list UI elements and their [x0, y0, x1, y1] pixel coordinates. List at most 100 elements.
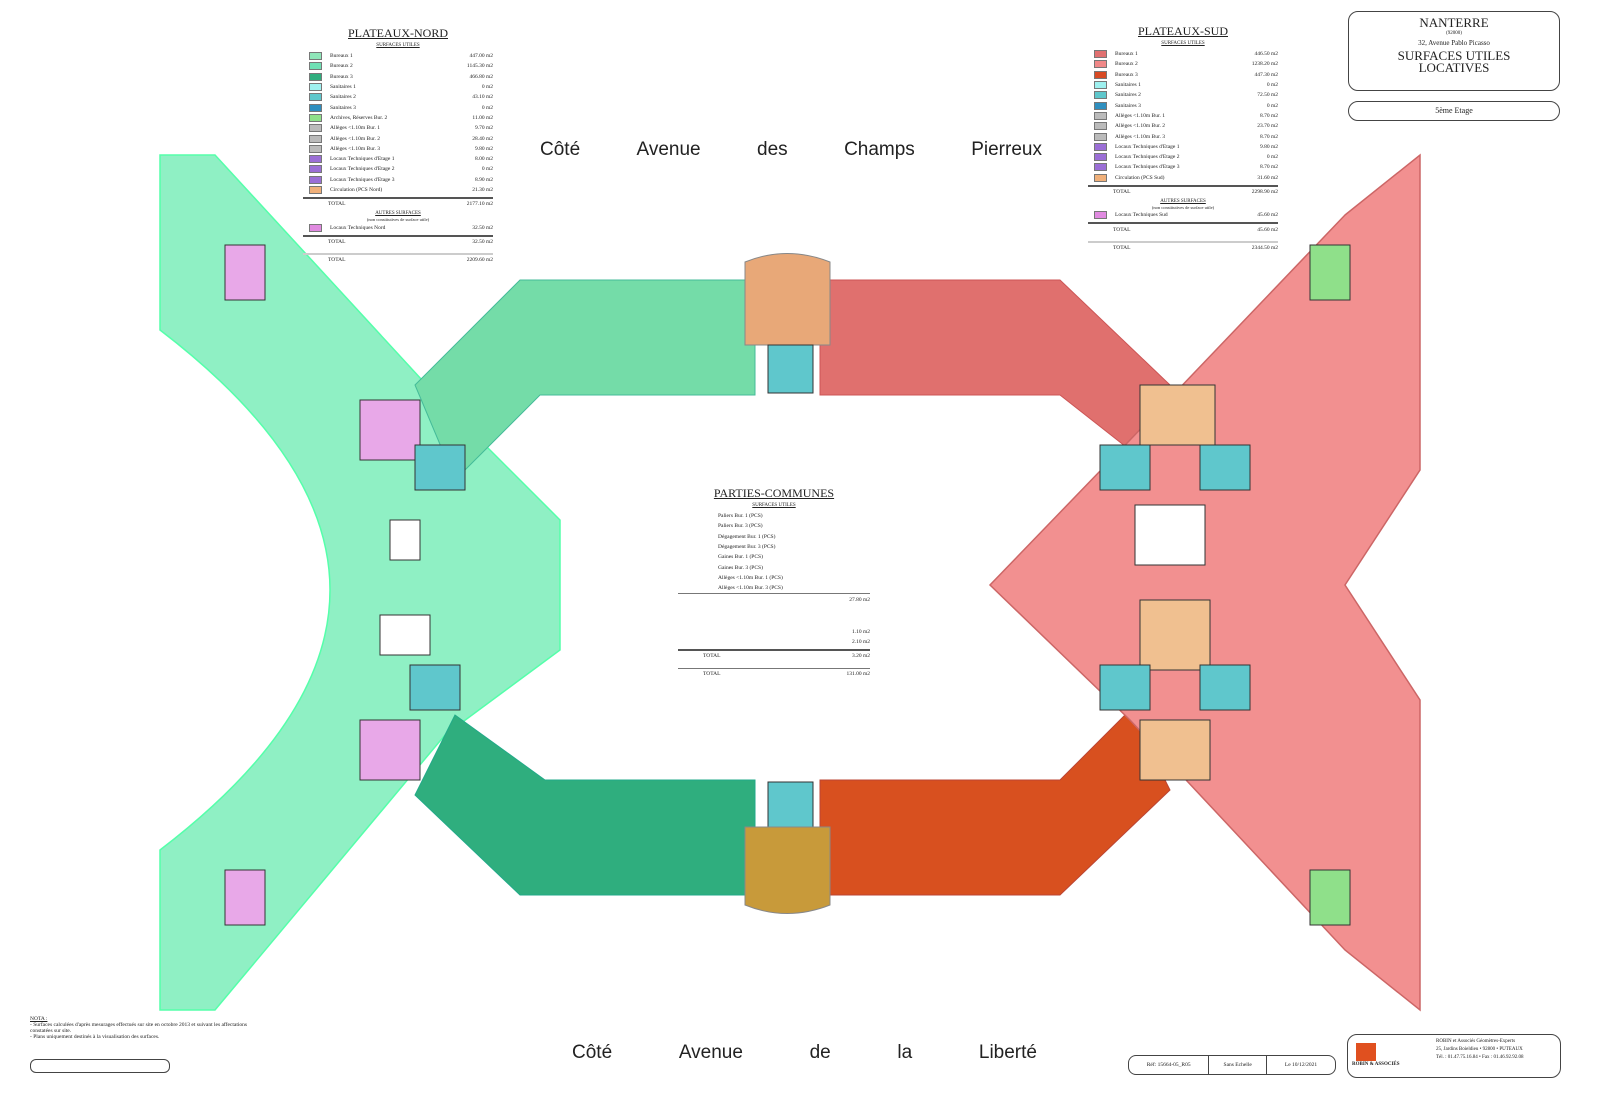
grand-total: 131.00 m2 [846, 670, 870, 677]
row-label: Locaux Techniques Sud [1115, 212, 1168, 219]
other-surfaces-title: AUTRES SURFACES [375, 211, 421, 217]
row-value: 21.30 m2 [472, 187, 493, 193]
row-value: 72.50 m2 [1257, 92, 1278, 99]
legend-row: Allèges <1.10m Bur. 2 28.40 m2 [303, 133, 493, 143]
grand-total: 2344.50 m2 [1251, 244, 1278, 251]
row-value: 9.70 m2 [474, 125, 493, 132]
address: 32, Avenue Pablo Picasso [1418, 39, 1490, 47]
word: Côté [572, 1042, 613, 1063]
other-surfaces-subtitle: (non constitutives de surface utile) [366, 217, 430, 223]
total-label: TOTAL [1113, 189, 1131, 195]
color-swatch [1094, 211, 1107, 220]
word: Côté [540, 139, 581, 160]
nota-line: - Surfaces calculées d'après mesurages e… [30, 1022, 248, 1034]
other-surfaces-title: AUTRES SURFACES [1160, 199, 1206, 205]
color-swatch [1094, 70, 1107, 79]
row-label: Sanitaires 3 [330, 104, 356, 111]
legend-title: PLATEAUX-NORD [348, 26, 448, 40]
row-label: Bureaux 2 [1115, 61, 1138, 68]
row-value: 0 m2 [1266, 154, 1278, 161]
legend-row: Allèges <1.10m Bur. 2 23.70 m2 [1088, 121, 1278, 131]
plateau-nord-wing [159, 154, 561, 1011]
color-swatch [1094, 60, 1107, 69]
color-swatch [309, 155, 322, 164]
row-value: 1145.30 m2 [466, 63, 493, 70]
row-value: 31.60 m2 [1257, 174, 1278, 181]
row-value: 0 m2 [481, 104, 493, 111]
row-label: Allèges <1.10m Bur. 3 [1115, 133, 1166, 140]
color-swatch [309, 52, 322, 61]
word: Avenue [678, 1042, 743, 1063]
color-swatch [309, 165, 322, 174]
legend-row: Bureaux 1 447.00 m2 [303, 51, 493, 61]
sanitaires-top [767, 344, 814, 394]
word: de [809, 1042, 831, 1063]
row-value: 23.70 m2 [1257, 123, 1278, 130]
row-label: Sanitaires 1 [1115, 82, 1141, 89]
total-label: TOTAL [328, 201, 346, 208]
word: des [757, 139, 788, 160]
row-value: 1238.20 m2 [1251, 61, 1278, 68]
color-swatch [1094, 50, 1107, 59]
row-label: Locaux Techniques Nord [330, 224, 386, 231]
plateau-sud-wing [988, 153, 1421, 1012]
company-block: ROBIN & ASSOCIÉS ROBIN et Associés Géomè… [1347, 1034, 1561, 1078]
color-swatch [1094, 173, 1107, 182]
bureaux-1-nord [414, 279, 756, 481]
nota: NOTA : - Surfaces calculées d'après mesu… [30, 1016, 270, 1040]
row-label: Allèges <1.10m Bur. 2 [330, 135, 381, 142]
row-value: 447.00 m2 [469, 53, 493, 60]
color-swatch [1094, 101, 1107, 110]
row-label: Allèges <1.10m Bur. 1 (PCS) [718, 574, 783, 581]
color-swatch [309, 175, 322, 184]
postcode: (92000) [1446, 31, 1462, 36]
row-value: 8.70 m2 [1259, 112, 1278, 119]
row-value: 447.30 m2 [1254, 71, 1278, 78]
row-label: Gaines Bur. 1 (PCS) [718, 554, 763, 561]
cores [224, 244, 1351, 926]
row-label: Bureaux 1 [330, 53, 353, 60]
row-label: Bureaux 3 [1115, 71, 1138, 78]
legend-row: Gaines Bur. 3 (PCS) [718, 562, 870, 572]
word: Champs [844, 139, 915, 160]
row-label: Gaines Bur. 3 (PCS) [718, 564, 763, 571]
company-address: 25, Jardins Boieldieu • 92800 • PUTEAUX [1436, 1047, 1523, 1052]
row-value: 0 m2 [1266, 82, 1278, 89]
row-value: 0 m2 [1266, 102, 1278, 109]
row-label: Allèges <1.10m Bur. 2 [1115, 123, 1166, 130]
row-label: Sanitaires 2 [330, 94, 356, 101]
row-value: 45.60 m2 [1257, 212, 1278, 219]
legend-row: Allèges <1.10m Bur. 1 (PCS) [718, 573, 870, 583]
legend-subtitle: SURFACES UTILES [1161, 41, 1205, 46]
row-label: Allèges <1.10m Bur. 1 [1115, 112, 1166, 119]
row-label: Bureaux 2 [330, 63, 353, 70]
total-label: TOTAL [1113, 226, 1131, 233]
title-block: NANTERRE (92000) 32, Avenue Pablo Picass… [1348, 11, 1560, 91]
legend-row: Allèges <1.10m Bur. 1 8.70 m2 [1088, 111, 1278, 121]
row-value: 0 m2 [481, 166, 493, 173]
total-row: TOTAL 2177.10 m2 [303, 197, 493, 209]
legend-row: Circulation (PCS Nord)21.30 m2 [303, 185, 493, 195]
legend-title: PLATEAUX-SUD [1138, 24, 1228, 38]
color-swatch [1094, 153, 1107, 162]
color-swatch [1094, 91, 1107, 100]
row-value: 28.40 m2 [472, 135, 493, 142]
document-title: SURFACES UTILES LOCATIVES [1397, 48, 1511, 75]
total: 2177.10 m2 [466, 201, 493, 208]
row-label: Allèges <1.10m Bur. 3 [330, 145, 381, 152]
color-swatch [309, 103, 322, 112]
city: NANTERRE [1419, 15, 1489, 30]
legend-subtitle: SURFACES UTILES [752, 503, 796, 508]
legend-row: Circulation (PCS Sud)31.60 m2 [1088, 173, 1278, 183]
